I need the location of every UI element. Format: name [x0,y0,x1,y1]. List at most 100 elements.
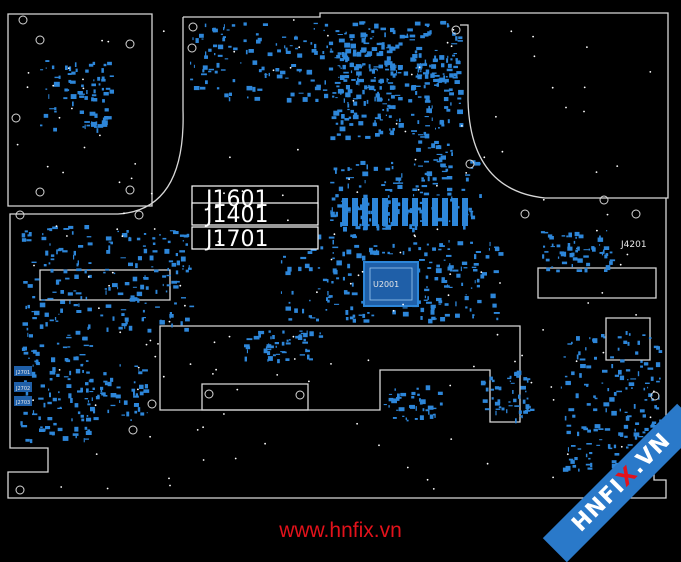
component-pad [91,397,93,401]
component-pad [461,188,466,191]
component-pad [617,336,622,339]
component-pad [494,401,501,406]
component-pad [425,69,430,74]
component-pad [613,392,617,396]
component-pad [576,269,583,272]
component-pad [79,110,84,114]
component-pad [566,424,572,427]
component-pad [446,58,449,63]
component-pad [358,78,364,83]
test-point [94,404,97,407]
component-pad [430,307,435,310]
component-pad [28,232,32,237]
component-pad [176,260,180,266]
component-pad [137,256,142,261]
component-pad [152,250,158,253]
test-point [217,240,220,243]
component-pad [435,145,442,150]
component-pad [368,28,371,30]
component-pad [185,269,189,273]
component-pad [182,268,184,270]
component-pad [427,147,431,149]
component-pad [384,181,387,184]
component-pad [169,317,171,319]
component-pad [302,308,305,314]
component-pad [89,345,94,347]
component-pad [319,332,321,335]
component-pad [162,275,167,278]
component-pad [347,263,351,269]
component-pad [348,116,352,119]
component-pad [429,110,432,114]
component-pad [94,126,98,128]
component-pad [561,261,568,265]
component-pad [409,34,416,38]
component-pad [420,136,426,138]
component-pad [418,140,423,144]
component-pad [374,117,380,120]
component-pad [80,387,83,392]
component-pad [342,276,345,281]
component-pad [530,408,535,411]
test-point [426,478,429,481]
component-pad [447,63,452,68]
component-pad [416,46,423,51]
test-point [417,188,420,191]
component-pad [445,78,449,83]
component-pad [423,33,429,37]
component-pad [49,243,51,246]
component-pad [468,207,472,211]
component-pad [609,261,613,265]
component-pad [344,42,351,48]
component-pad [228,97,231,102]
component-pad [623,424,629,429]
component-pad [285,306,291,311]
test-point [436,228,439,231]
component-pad [21,425,28,428]
component-pad [287,266,292,272]
component-pad [280,260,283,264]
component-pad [165,290,168,293]
test-point [452,28,455,31]
component-pad [436,297,442,302]
component-pad [63,269,68,274]
left-chips: J2701 J2702 J2703 [14,366,32,406]
component-pad [283,255,286,258]
component-pad [484,408,490,411]
test-point [108,284,110,287]
component-pad [351,282,354,287]
component-pad [356,66,362,69]
component-pad [594,356,597,360]
component-pad [352,52,357,57]
component-pad [360,204,364,208]
component-pad [85,360,89,362]
component-pad [426,243,429,246]
component-pad [356,71,362,76]
component-pad [390,130,395,136]
component-pad [30,371,36,376]
test-point [215,368,218,371]
component-pad [93,89,96,94]
component-pad [117,230,119,233]
component-pad [345,317,349,321]
test-point [530,381,533,384]
test-point [287,219,289,222]
component-pad [365,135,371,139]
component-pad [189,305,195,308]
component-pad [396,119,398,122]
component-pad [316,318,319,322]
component-pad [420,399,426,405]
component-pad [308,267,313,272]
component-pad [87,242,93,246]
component-pad [84,398,89,400]
component-pad [352,318,356,323]
component-pad [396,203,401,207]
component-pad [303,338,306,342]
component-pad [611,364,614,369]
component-pad [213,44,218,48]
component-pad [51,65,55,70]
component-pad [274,342,279,345]
component-pad [494,246,499,248]
component-pad [320,246,324,250]
test-point [449,273,452,275]
